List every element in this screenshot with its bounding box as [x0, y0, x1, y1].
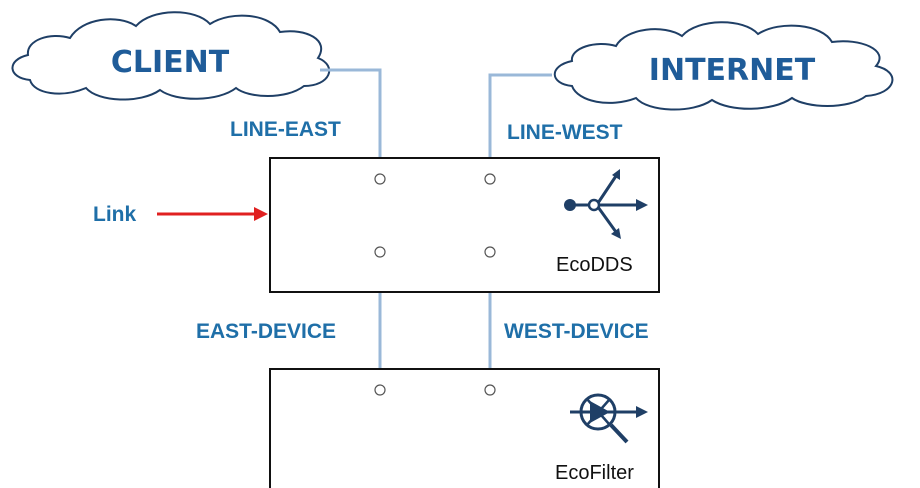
ecofilter-label: EcoFilter [555, 462, 634, 484]
line-east-label: LINE-EAST [230, 118, 341, 141]
internet-cloud-label: INTERNET [649, 53, 816, 88]
filter-target-icon [570, 393, 648, 444]
ecodds-box[interactable] [269, 157, 660, 293]
line-west-wire [488, 73, 552, 178]
link-pointer: Link [93, 203, 268, 226]
link-arrow-head [254, 207, 268, 221]
internet-cloud: INTERNET [553, 21, 894, 111]
ecofilter-box[interactable] [269, 368, 660, 488]
line-west-label: LINE-WEST [507, 121, 623, 144]
ecofilter-device[interactable]: EcoFilter [269, 368, 660, 488]
east-device-label: EAST-DEVICE [196, 320, 336, 343]
usb-trident-icon [564, 169, 648, 239]
ecofilter-port-east-device[interactable] [374, 384, 386, 396]
ecodds-port-line-west[interactable] [484, 173, 496, 185]
ecodds-device[interactable]: EcoDDS [269, 157, 660, 293]
west-device-label: WEST-DEVICE [504, 320, 649, 343]
ecofilter-port-west-device[interactable] [484, 384, 496, 396]
ecodds-label: EcoDDS [556, 254, 633, 276]
link-label: Link [93, 203, 136, 226]
client-cloud-label: CLIENT [111, 45, 230, 80]
ecodds-port-east-device[interactable] [374, 246, 386, 258]
line-east-wire [320, 68, 382, 178]
ecodds-port-west-device[interactable] [484, 246, 496, 258]
client-cloud: CLIENT [11, 11, 331, 101]
ecodds-port-line-east[interactable] [374, 173, 386, 185]
